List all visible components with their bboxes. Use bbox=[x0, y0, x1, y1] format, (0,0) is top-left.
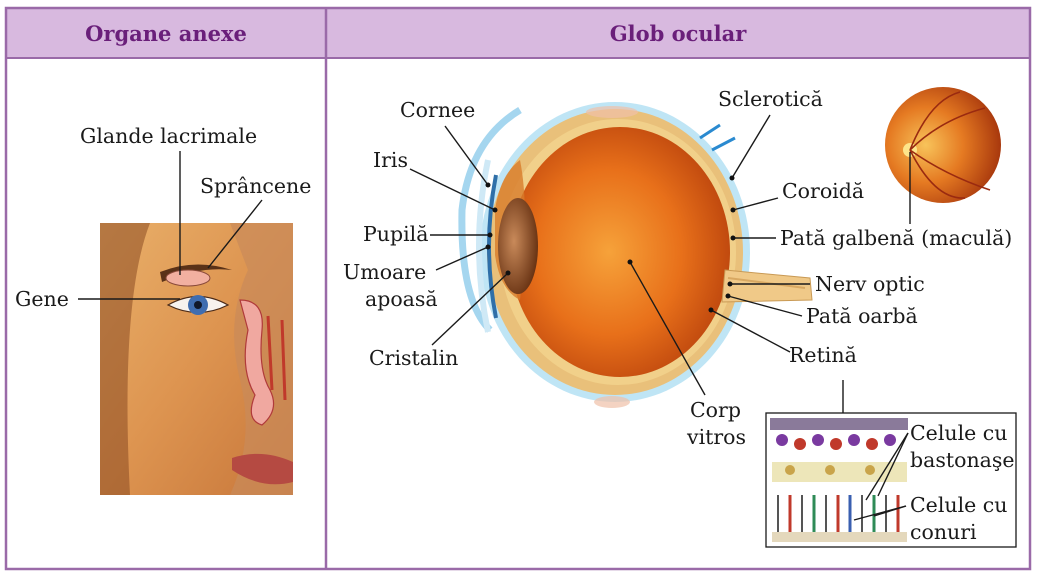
dot-sclerotica bbox=[730, 176, 735, 181]
label-bastonase-1: Celule cu bbox=[910, 421, 1007, 445]
dot-retina bbox=[709, 308, 714, 313]
label-sprancene: Sprâncene bbox=[200, 174, 311, 198]
label-retina: Retină bbox=[789, 343, 857, 367]
dot-umoare bbox=[486, 245, 491, 250]
label-pata-oarba: Pată oarbă bbox=[806, 304, 918, 328]
retina-photo bbox=[885, 87, 1001, 203]
dot-coroida bbox=[731, 208, 736, 213]
label-conuri-2: conuri bbox=[910, 520, 977, 544]
col1-header: Organe anexe bbox=[85, 21, 247, 46]
label-sclerotica: Sclerotică bbox=[718, 87, 823, 111]
face-illustration bbox=[100, 223, 293, 495]
label-cristalin: Cristalin bbox=[369, 346, 458, 370]
label-corp-1: Corp bbox=[690, 398, 741, 422]
label-iris: Iris bbox=[373, 148, 408, 172]
label-pata-galbena: Pată galbenă (maculă) bbox=[780, 226, 1012, 250]
dot-pupila bbox=[488, 233, 493, 238]
label-nerv-optic: Nerv optic bbox=[815, 272, 925, 296]
eye-globe-illustration bbox=[462, 102, 812, 408]
col2-header: Glob ocular bbox=[610, 21, 748, 46]
label-conuri-1: Celule cu bbox=[910, 493, 1007, 517]
label-coroida: Coroidă bbox=[782, 179, 864, 203]
label-glande-lacrimale: Glande lacrimale bbox=[80, 124, 257, 148]
label-cornee: Cornee bbox=[400, 98, 475, 122]
dot-nerv-optic bbox=[728, 282, 733, 287]
label-pupila: Pupilă bbox=[363, 222, 428, 246]
label-umoare-2: apoasă bbox=[365, 287, 438, 311]
label-corp-2: vitros bbox=[686, 425, 746, 449]
label-gene: Gene bbox=[15, 287, 69, 311]
leader-sclerotica bbox=[732, 115, 770, 178]
dot-pata-galbena bbox=[731, 236, 736, 241]
dot-corp-vitros bbox=[628, 260, 633, 265]
dot-iris bbox=[493, 208, 498, 213]
dot-cristalin bbox=[506, 271, 511, 276]
label-bastonase-2: bastonaşe bbox=[910, 448, 1015, 472]
label-umoare-1: Umoare bbox=[343, 260, 426, 284]
dot-cornee bbox=[486, 183, 491, 188]
dot-pata-oarba bbox=[726, 294, 731, 299]
